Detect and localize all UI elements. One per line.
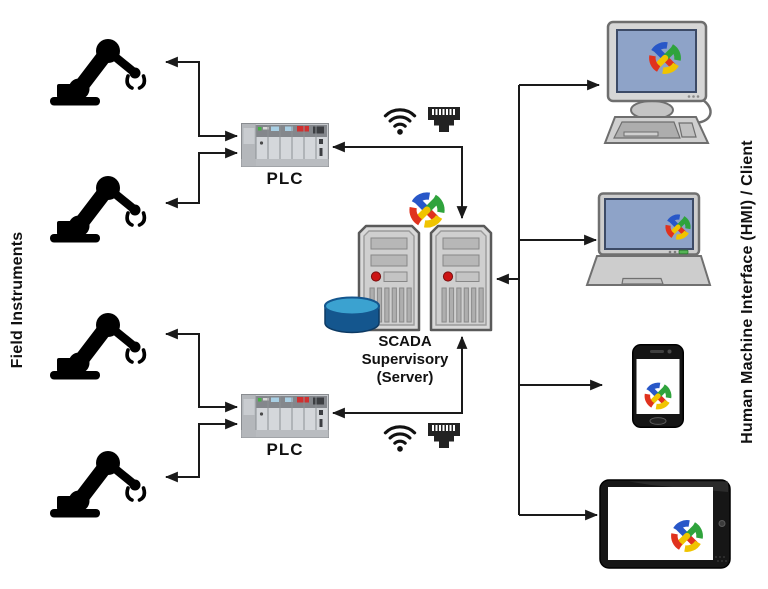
robot-arm-icon bbox=[50, 176, 144, 243]
connector-lines bbox=[164, 56, 604, 521]
tablet-icon bbox=[599, 479, 731, 569]
connector-robot1-plc1 bbox=[164, 56, 239, 142]
connector-plc1-server bbox=[331, 141, 468, 220]
server-caption: SCADA Supervisory (Server) bbox=[343, 333, 467, 387]
robot-arm-icon bbox=[50, 39, 144, 106]
plc-rack-icon bbox=[241, 394, 329, 438]
desktop-computer-icon bbox=[603, 20, 712, 145]
connector-plc2-server bbox=[331, 335, 468, 419]
server-caption-line2: Supervisory bbox=[361, 351, 449, 368]
connector-robot2-plc1 bbox=[164, 147, 239, 209]
wifi-icon bbox=[383, 108, 417, 136]
laptop-icon bbox=[585, 192, 712, 287]
robot-arm-icon bbox=[50, 451, 144, 518]
ethernet-port-icon bbox=[428, 423, 460, 448]
database-icon bbox=[324, 296, 380, 334]
ethernet-port-icon bbox=[428, 107, 460, 132]
robot-arm-icon bbox=[50, 313, 144, 380]
plc-bottom-label: PLC bbox=[266, 440, 304, 459]
server-caption-line1: SCADA bbox=[378, 333, 432, 350]
hmi-client-label: Human Machine Interface (HMI) / Client bbox=[739, 140, 756, 444]
connector-robot3-plc2 bbox=[164, 328, 239, 413]
server-caption-line3: (Server) bbox=[376, 369, 434, 386]
wifi-icon bbox=[383, 425, 417, 453]
field-instruments-label: Field Instruments bbox=[9, 231, 26, 369]
server-tower-icon bbox=[429, 224, 493, 332]
plc-top-label: PLC bbox=[266, 169, 304, 188]
connector-robot4-plc2 bbox=[164, 418, 239, 483]
plc-rack-icon bbox=[241, 123, 329, 167]
scada-logo-icon bbox=[413, 196, 441, 224]
